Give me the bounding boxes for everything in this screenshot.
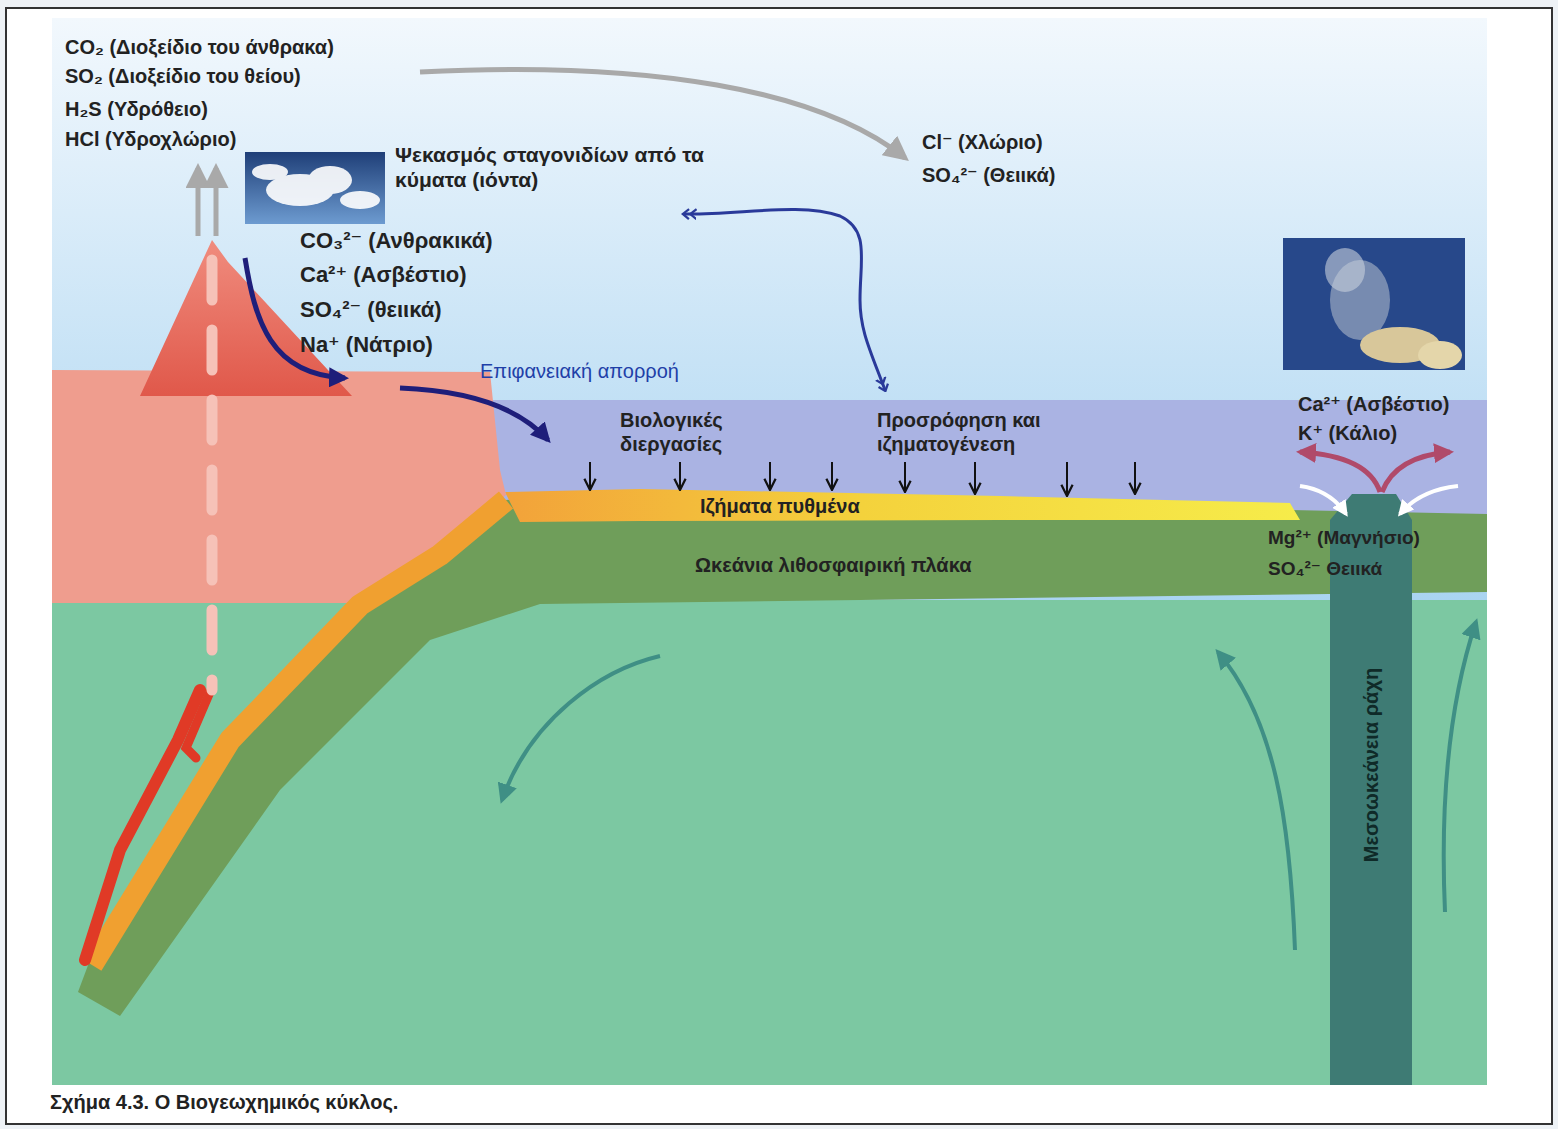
vent-rock [1418, 341, 1462, 369]
figure-caption: Σχήμα 4.3. Ο Βιογεωχημικός κύκλος. [50, 1090, 398, 1114]
vent-uptake-arrow [1400, 486, 1458, 514]
deposition-arrow [974, 462, 976, 494]
vent-photo [1325, 248, 1462, 369]
mantle [52, 600, 1487, 1085]
deposition-arrow [904, 462, 906, 492]
magma-source [85, 690, 200, 960]
ion-label: Cl⁻ (Χλώριο) [922, 130, 1043, 154]
ion-label: SO₄²⁻ (Θειικά) [922, 163, 1055, 187]
cloud-photo [252, 164, 380, 209]
ion-label: K⁺ (Κάλιο) [1298, 421, 1397, 445]
magma-conduit [207, 260, 218, 690]
vent-release-arrow [1300, 452, 1380, 492]
cloud-photo [245, 152, 385, 224]
process-label: Επιφανειακή απορροή [480, 359, 679, 383]
layer-label: Ωκεάνια λιθοσφαιρική πλάκα [695, 553, 971, 577]
ion-label: Na⁺ (Νάτριο) [300, 332, 433, 358]
gas-label: SO₂ (Διοξείδιο του θείου) [65, 64, 301, 88]
seafloor-sediment [505, 489, 1300, 522]
subducting-sediment [92, 500, 506, 965]
process-label: Βιολογικές διεργασίες [620, 408, 790, 456]
deposition-arrow [1134, 462, 1136, 494]
deposition-arrow [1066, 462, 1068, 496]
ion-label: CO₃²⁻ (Ανθρακικά) [300, 228, 493, 254]
mid-ocean-ridge [1330, 494, 1412, 1085]
vent-smoke [1325, 248, 1365, 292]
process-label: Ψεκασμός σταγονιδίων από τα κύματα (ιόντ… [395, 142, 725, 192]
deposition-arrow [589, 462, 591, 490]
page-frame [6, 8, 1552, 1124]
mantle-flow-arrow [502, 656, 660, 800]
runoff-arrow [400, 388, 548, 440]
mantle-flow-arrow [1218, 652, 1295, 950]
deposition-arrow [769, 462, 771, 490]
deposition-arrow [679, 462, 681, 490]
deposition-arrow [831, 462, 833, 490]
gas-label: CO₂ (Διοξείδιο του άνθρακα) [65, 35, 334, 59]
vent-uptake-arrow [1300, 486, 1346, 514]
ocean-water [480, 400, 1487, 525]
cloud [308, 166, 352, 194]
spray-arrow [684, 209, 885, 390]
vent-release-arrow [1382, 452, 1450, 492]
ion-label: Mg²⁺ (Μαγνήσιο) [1268, 527, 1420, 550]
layer-label: Ιζήματα πυθμένα [700, 494, 860, 518]
ion-label: Ca²⁺ (Ασβέστιο) [1298, 392, 1449, 416]
ion-label: Ca²⁺ (Ασβέστιο) [300, 262, 467, 288]
outgassing-arrow [214, 168, 219, 236]
cloud [340, 191, 380, 209]
outgassing-arrow [196, 168, 201, 236]
mantle-flow-arrow [1444, 622, 1476, 912]
ion-label: SO₄²⁻ Θειικά [1268, 558, 1382, 581]
gas-label: HCl (Υδροχλώριο) [65, 127, 236, 151]
cloud [252, 164, 288, 180]
magma-source [186, 692, 210, 758]
ion-label: SO₄²⁻ (θειικά) [300, 297, 442, 323]
sky [52, 18, 1487, 1085]
ridge-label: Μεσοωκεάνεια ράχη [1359, 668, 1383, 862]
vent-photo [1283, 238, 1465, 370]
deposition-arrows [590, 462, 1135, 496]
process-label: Προσρόφηση και ιζηματογένεση [877, 408, 1117, 456]
gas-label: H₂S (Υδρόθειο) [65, 97, 208, 121]
